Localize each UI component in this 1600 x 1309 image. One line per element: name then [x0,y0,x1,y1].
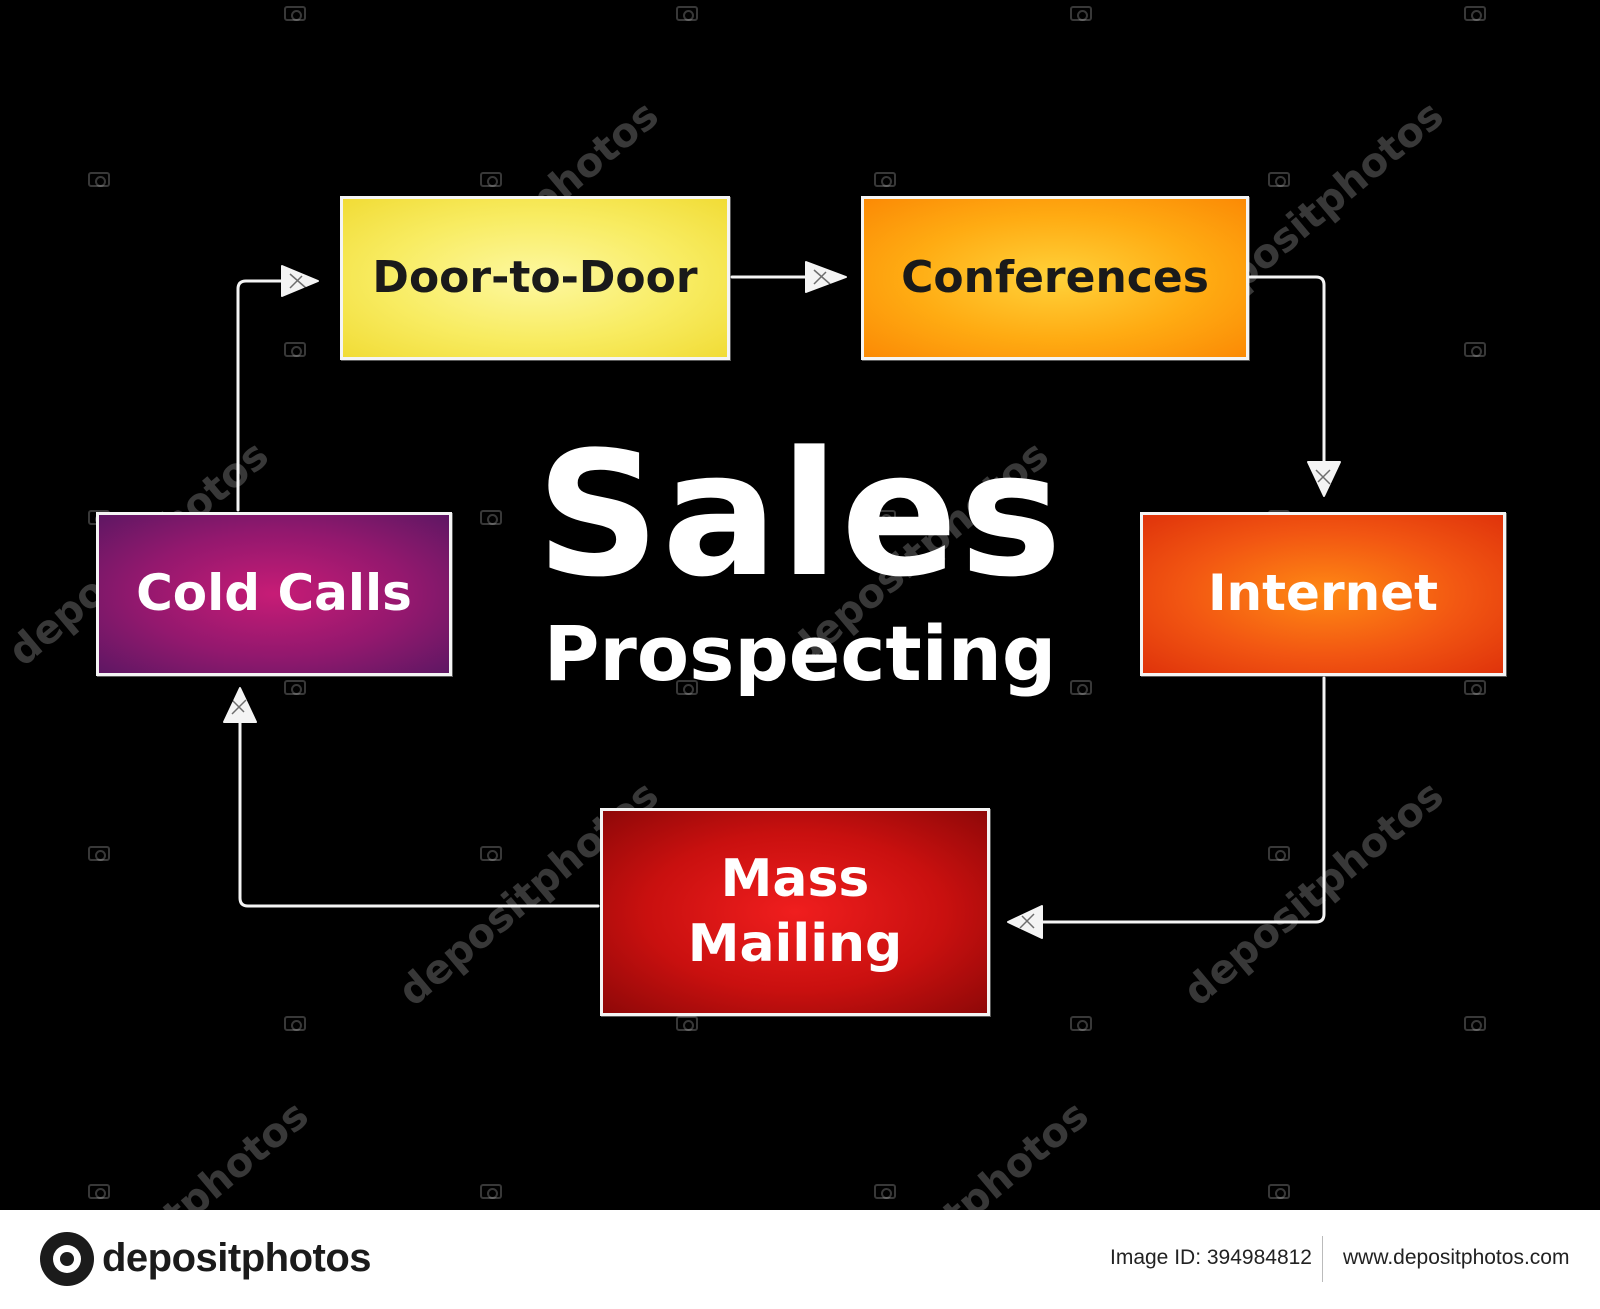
camera-watermark-icon [284,1016,306,1031]
camera-watermark-icon [1268,1184,1290,1199]
arrowhead-right-icon [805,261,847,293]
camera-watermark-icon [480,172,502,187]
node-label-line1: Mass [720,849,870,909]
arrowhead-right-icon [281,265,319,297]
node-label-group: Mass Mailing [688,847,903,977]
camera-watermark-icon [480,846,502,861]
camera-watermark-icon [284,6,306,21]
node-conferences: Conferences [861,196,1249,360]
camera-watermark-icon [874,510,896,525]
brand-name: depositphotos [102,1236,372,1280]
node-label: Cold Calls [136,564,412,623]
center-title-block: Sales Prospecting [530,420,1070,760]
node-cold-calls: Cold Calls [96,512,452,676]
arrow-internet-to-mass-mailing [1030,676,1326,924]
node-label-line2: Mailing [687,914,903,974]
footer-divider [1322,1236,1323,1282]
camera-watermark-icon [284,680,306,695]
arrow-conferences-to-internet [1248,275,1326,470]
node-label: Internet [1207,564,1439,623]
camera-watermark-icon [88,1184,110,1199]
camera-watermark-icon [284,342,306,357]
camera-watermark-icon [1070,6,1092,21]
camera-watermark-icon [88,846,110,861]
node-mass-mailing: Mass Mailing [600,808,990,1016]
camera-watermark-icon [1464,1016,1486,1031]
depositphotos-logo-icon [40,1232,94,1286]
node-label: Conferences [901,251,1209,303]
camera-watermark-icon [676,680,698,695]
site-url-text: www.depositphotos.com [1343,1246,1570,1269]
node-label: Door-to-Door [372,251,698,303]
image-id-text: Image ID: 394984812 [1110,1246,1312,1269]
camera-watermark-icon [874,172,896,187]
camera-watermark-icon [480,510,502,525]
camera-watermark-icon [1268,172,1290,187]
stock-footer-bar: depositphotos Image ID: 394984812 www.de… [0,1210,1600,1309]
camera-watermark-icon [1070,680,1092,695]
camera-watermark-icon [676,1016,698,1031]
camera-watermark-icon [480,1184,502,1199]
diagram-subtitle: Prospecting [543,609,1057,698]
camera-watermark-icon [1268,846,1290,861]
node-internet: Internet [1140,512,1506,676]
camera-watermark-icon [1464,680,1486,695]
camera-watermark-icon [1464,342,1486,357]
arrow-cold-calls-to-door [236,279,292,512]
node-door-to-door: Door-to-Door [340,196,730,360]
camera-watermark-icon [676,6,698,21]
diagram-canvas: depositphotos depositphotos depositphoto… [0,6,1506,1210]
camera-watermark-icon [874,1184,896,1199]
camera-watermark-icon [1070,1016,1092,1031]
camera-watermark-icon [88,172,110,187]
connector-arrows [223,261,1341,939]
arrow-mass-mailing-to-cold-calls [238,708,600,908]
camera-watermark-icon [1464,6,1486,21]
diagram-title: Sales [536,414,1064,615]
